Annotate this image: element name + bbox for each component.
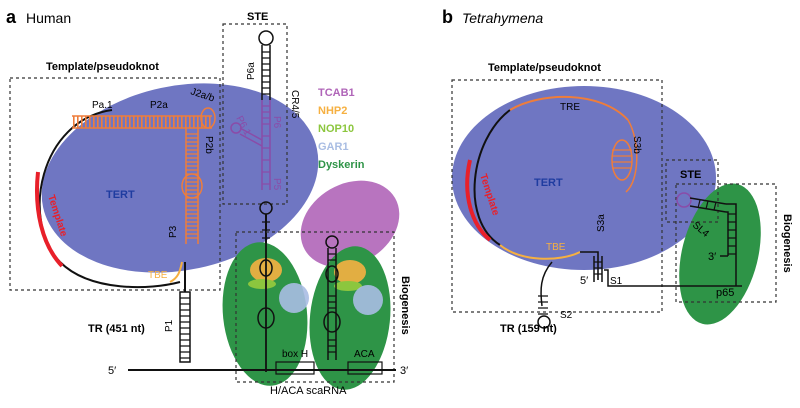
nhp2-protein-2 [334,260,366,284]
s3-helix [611,119,638,193]
five-prime-human: 5′ [108,365,116,377]
legend-gar1: GAR1 [318,141,349,153]
tbe-label-tetrahymena: TBE [546,242,566,253]
gar1-protein-1 [279,283,309,313]
tbe-segment-human [169,261,183,283]
tr-451-label: TR (451 nt) [88,323,145,335]
template-segment-human [35,171,64,268]
nop10-protein-2 [334,281,362,291]
legend-nop10: NOP10 [318,123,354,135]
p6a-label: P6a [246,62,257,80]
p65-label: p65 [716,287,734,299]
panel-a-organism: Human [26,10,71,26]
cr45-label: CR4/5 [289,90,300,119]
box-h-box [275,361,315,375]
ste-label-human: STE [247,11,268,23]
p3-label: P3 [168,225,179,238]
five-prime-tetrahymena: 5′ [580,275,588,287]
s3a-label: S3a [596,214,607,232]
s3b-label: S3b [631,136,642,154]
j2ab-bulge [200,107,216,129]
ste-label-tetrahymena: STE [680,169,701,181]
p2b-p3-helix [181,128,203,244]
legend-tcab1: TCAB1 [318,87,355,99]
three-prime-tetrahymena: 3′ [708,251,716,263]
template-pseudoknot-box-human [9,77,221,291]
p5-label: P5 [271,178,282,191]
protein-legend: TCAB1 NHP2 NOP10 GAR1 Dyskerin [318,87,365,171]
s1-s2-stems [537,251,603,329]
p1-label: P1 [164,319,175,332]
panel-b: b Tetrahymena Template/pseudoknot TRE Te… [442,7,793,335]
biogenesis-label-tetrahymena: Biogenesis [781,214,793,273]
p6-label: P6 [271,116,282,129]
legend-dyskerin: Dyskerin [318,159,365,171]
template-pseudoknot-label-human: Template/pseudoknot [46,61,159,73]
legend-nhp2: NHP2 [318,105,347,117]
s2-label: S2 [560,310,573,321]
tre-label: TRE [560,102,580,113]
template-pseudoknot-box-tetrahymena [451,79,663,313]
aca-box [347,361,383,375]
tert-label-tetrahymena: TERT [534,177,563,189]
aca-label: ACA [354,349,375,360]
gar1-protein-2 [353,285,383,315]
pa1-p2a-helix [72,116,212,128]
panel-a: a Human Template/pseudoknot STE Template… [6,7,411,397]
biogenesis-box-human [235,231,395,383]
tre-segment [509,95,629,121]
dyskerin-protein-1 [222,242,308,386]
p2a-label: P2a [150,100,168,111]
rna-baseline-tetrahymena [604,269,742,287]
scarna-label: H/ACA scaRNA [270,385,347,397]
tcab1-protein [300,180,400,268]
box-h-label: box H [282,349,308,360]
three-prime-human: 3′ [400,365,408,377]
tr-159-label: TR (159 nt) [500,323,557,335]
ste-box-tetrahymena [665,159,719,223]
tert-protein-tetrahymena [452,86,716,270]
p2b-label: P2b [203,136,214,154]
p65-protein [679,183,761,325]
pseudoknot-backbone-tetrahymena [473,109,511,246]
tbe-label-human: TBE [148,270,168,281]
biogenesis-box-tetrahymena [675,183,777,303]
tert-label-human: TERT [106,189,135,201]
tbe-segment-tetrahymena [499,244,581,260]
template-segment-tetrahymena [465,159,492,242]
ste-box-human [222,23,288,205]
p1-stem [179,262,191,363]
tert-protein-human [41,83,319,273]
template-pseudoknot-label-tetrahymena: Template/pseudoknot [488,62,601,74]
sl4-stem [676,192,737,286]
pa1-label: Pa.1 [92,100,113,111]
panel-b-letter: b [442,7,453,27]
aca-hairpin [323,235,341,360]
biogenesis-label-human: Biogenesis [399,276,411,335]
nop10-protein-1 [248,279,276,289]
s1-label: S1 [610,276,623,287]
panel-a-letter: a [6,7,17,27]
panel-b-organism: Tetrahymena [462,10,543,26]
